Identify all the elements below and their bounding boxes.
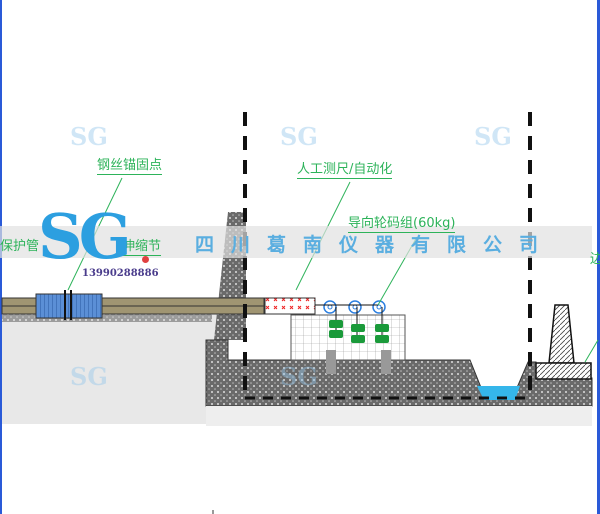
watermark-logo: SG xyxy=(280,362,318,391)
phone-number: 13990288886 xyxy=(82,268,159,279)
sg-logo: SG xyxy=(38,200,132,273)
ground-base xyxy=(206,406,592,426)
watermark-logo: SG xyxy=(280,122,318,151)
soil-left xyxy=(2,312,222,424)
company-name: 四川葛南仪器有限公司 xyxy=(195,234,556,256)
expansion-joint xyxy=(35,293,103,319)
watermark-logo: SG xyxy=(70,122,108,151)
label-manual-auto: 人工测尺/自动化 xyxy=(297,162,393,179)
right-border xyxy=(597,0,600,514)
post xyxy=(326,350,336,374)
label-protect-pipe: 保护管 xyxy=(0,239,40,254)
watermark-band xyxy=(0,226,592,258)
logo-dot xyxy=(142,256,149,263)
post xyxy=(381,350,391,374)
watermark-logo: SG xyxy=(474,122,512,151)
watermark-logo: SG xyxy=(70,362,108,391)
weights xyxy=(329,320,389,343)
guide-wheels xyxy=(315,300,386,340)
label-anchor-point: 钢丝锚固点 xyxy=(97,158,163,175)
label-right-cut: 边 xyxy=(590,252,600,267)
label-guide-wheel: 导向轮码组(60kg) xyxy=(348,216,456,233)
label-expansion-joint: 伸缩节 xyxy=(122,239,162,256)
right-pier xyxy=(548,304,575,364)
manual-scale xyxy=(264,297,316,315)
